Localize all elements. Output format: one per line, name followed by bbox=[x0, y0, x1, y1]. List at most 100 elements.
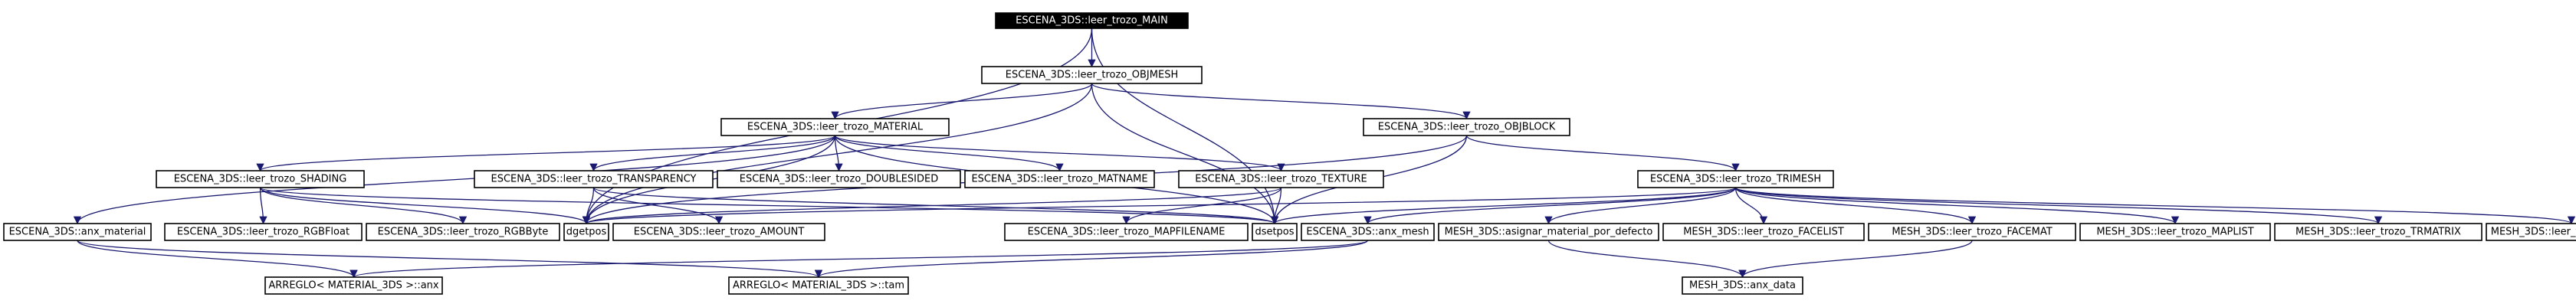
node-label: MESH_3DS::leer_trozo_TRMATRIX bbox=[2295, 227, 2461, 238]
node-label: ESCENA_3DS::leer_trozo_RGBFloat bbox=[177, 227, 349, 238]
node-box bbox=[728, 276, 909, 295]
edge-shading-to-dgetpos bbox=[259, 187, 591, 225]
edge-material-to-transparency bbox=[589, 135, 836, 172]
node-label: ESCENA_3DS::leer_trozo_MAIN bbox=[1016, 15, 1168, 27]
node-facemat[interactable]: MESH_3DS::leer_trozo_FACEMAT bbox=[1868, 223, 2076, 241]
node-trmatrix[interactable]: MESH_3DS::leer_trozo_TRMATRIX bbox=[2274, 223, 2482, 241]
node-facelist[interactable]: MESH_3DS::leer_trozo_FACELIST bbox=[1662, 223, 1865, 241]
node-box bbox=[1178, 170, 1384, 188]
edge-shading-to-rgbfloat bbox=[259, 187, 267, 225]
node-shading[interactable]: ESCENA_3DS::leer_trozo_SHADING bbox=[156, 170, 365, 188]
edge-trimesh-to-vertlist bbox=[1734, 187, 2575, 225]
node-matname[interactable]: ESCENA_3DS::leer_trozo_MATNAME bbox=[964, 170, 1155, 188]
edge-material-to-anxmaterial bbox=[73, 135, 836, 225]
node-box bbox=[474, 170, 714, 188]
node-label: ESCENA_3DS::leer_trozo_TEXTURE bbox=[1195, 174, 1367, 185]
node-label: ESCENA_3DS::leer_trozo_MATERIAL bbox=[747, 122, 924, 133]
node-label: MESH_3DS::anx_data bbox=[1689, 280, 1796, 292]
edge-layer bbox=[73, 28, 2575, 279]
node-box bbox=[981, 66, 1203, 84]
node-maplist[interactable]: MESH_3DS::leer_trozo_MAPLIST bbox=[2079, 223, 2271, 241]
node-box bbox=[1363, 118, 1570, 136]
node-transparency[interactable]: ESCENA_3DS::leer_trozo_TRANSPARENCY bbox=[474, 170, 714, 188]
node-label: ARREGLO< MATERIAL_3DS >::tam bbox=[733, 280, 904, 292]
node-box bbox=[1004, 223, 1249, 241]
node-label: MESH_3DS::leer_trozo_FACELIST bbox=[1683, 227, 1844, 238]
node-box bbox=[3, 223, 152, 241]
node-box bbox=[366, 223, 560, 241]
edge-anxmesh-to-arreglo_anx bbox=[349, 240, 1369, 279]
node-box bbox=[2274, 223, 2482, 241]
node-dsetpos[interactable]: dsetpos bbox=[1252, 223, 1298, 241]
node-box bbox=[720, 118, 950, 136]
edge-trimesh-to-anxmesh bbox=[1363, 187, 1737, 225]
node-arreglo_anx[interactable]: ARREGLO< MATERIAL_3DS >::anx bbox=[264, 276, 443, 295]
node-anxmesh[interactable]: ESCENA_3DS::anx_mesh bbox=[1301, 223, 1435, 241]
node-label: ESCENA_3DS::leer_trozo_DOUBLESIDED bbox=[740, 174, 938, 185]
node-box bbox=[1301, 223, 1435, 241]
edge-trimesh-to-facelist bbox=[1734, 187, 1768, 225]
edge-texture-to-dgetpos bbox=[582, 187, 1282, 225]
edge-objmesh-to-material bbox=[831, 83, 1093, 120]
node-material[interactable]: ESCENA_3DS::leer_trozo_MATERIAL bbox=[720, 118, 950, 136]
edge-main-to-dsetpos bbox=[1091, 28, 1279, 225]
node-label: ESCENA_3DS::leer_trozo_MAPFILENAME bbox=[1028, 227, 1226, 238]
node-objmesh[interactable]: ESCENA_3DS::leer_trozo_OBJMESH bbox=[981, 66, 1203, 84]
node-box bbox=[1438, 223, 1659, 241]
node-label: dsetpos bbox=[1255, 227, 1294, 238]
edge-material-to-matname bbox=[834, 135, 1064, 172]
node-label: ESCENA_3DS::leer_trozo_MATNAME bbox=[971, 174, 1147, 185]
node-objblock[interactable]: ESCENA_3DS::leer_trozo_OBJBLOCK bbox=[1363, 118, 1570, 136]
node-trimesh[interactable]: ESCENA_3DS::leer_trozo_TRIMESH bbox=[1637, 170, 1834, 188]
edge-anxmesh-to-arreglo_tam bbox=[815, 240, 1369, 279]
edge-trimesh-to-dgetpos bbox=[582, 187, 1737, 225]
edge-anxmaterial-to-arreglo_anx bbox=[77, 240, 358, 279]
edge-shading-to-rgbbyte bbox=[259, 187, 468, 225]
node-box bbox=[717, 170, 961, 188]
node-label: ESCENA_3DS::leer_trozo_TRIMESH bbox=[1650, 174, 1821, 185]
node-label: ESCENA_3DS::anx_material bbox=[9, 227, 146, 238]
edge-material-to-shading bbox=[256, 135, 836, 172]
node-label: ESCENA_3DS::leer_trozo_RGBByte bbox=[378, 227, 549, 238]
node-box bbox=[1662, 223, 1865, 241]
node-vertlist[interactable]: MESH_3DS::leer_trozo_VERTLIST bbox=[2486, 223, 2576, 241]
edge-objmesh-to-dgetpos bbox=[582, 83, 1093, 225]
node-dgetpos[interactable]: dgetpos bbox=[563, 223, 609, 241]
node-label: ESCENA_3DS::anx_mesh bbox=[1306, 227, 1429, 238]
edge-objmesh-to-dsetpos bbox=[1091, 83, 1279, 225]
node-asignar[interactable]: MESH_3DS::asignar_material_por_defecto bbox=[1438, 223, 1659, 241]
edge-trimesh-to-facemat bbox=[1734, 187, 1977, 225]
node-box bbox=[264, 276, 443, 295]
node-doublesided[interactable]: ESCENA_3DS::leer_trozo_DOUBLESIDED bbox=[717, 170, 961, 188]
edge-facemat-to-meshanxdata bbox=[1738, 240, 1973, 279]
node-main[interactable]: ESCENA_3DS::leer_trozo_MAIN bbox=[995, 12, 1189, 29]
node-anxmaterial[interactable]: ESCENA_3DS::anx_material bbox=[3, 223, 152, 241]
node-rgbfloat[interactable]: ESCENA_3DS::leer_trozo_RGBFloat bbox=[164, 223, 363, 241]
node-label: MESH_3DS::leer_trozo_FACEMAT bbox=[1892, 227, 2052, 238]
edge-objmesh-to-objblock bbox=[1091, 83, 1471, 120]
node-box bbox=[563, 223, 609, 241]
node-box bbox=[164, 223, 363, 241]
node-box bbox=[2079, 223, 2271, 241]
node-box bbox=[964, 170, 1155, 188]
node-arreglo_tam[interactable]: ARREGLO< MATERIAL_3DS >::tam bbox=[728, 276, 909, 295]
node-label: ESCENA_3DS::leer_trozo_OBJBLOCK bbox=[1378, 122, 1556, 133]
node-amount[interactable]: ESCENA_3DS::leer_trozo_AMOUNT bbox=[612, 223, 825, 241]
node-label: ARREGLO< MATERIAL_3DS >::anx bbox=[268, 280, 439, 292]
node-label: MESH_3DS::leer_trozo_VERTLIST bbox=[2491, 227, 2576, 238]
edge-trimesh-to-maplist bbox=[1734, 187, 2179, 225]
node-label: ESCENA_3DS::leer_trozo_OBJMESH bbox=[1006, 70, 1178, 81]
node-label: MESH_3DS::leer_trozo_MAPLIST bbox=[2096, 227, 2253, 238]
node-meshanxdata[interactable]: MESH_3DS::anx_data bbox=[1682, 276, 1803, 295]
node-label: ESCENA_3DS::leer_trozo_AMOUNT bbox=[634, 227, 805, 238]
node-mapfilename[interactable]: ESCENA_3DS::leer_trozo_MAPFILENAME bbox=[1004, 223, 1249, 241]
node-box bbox=[156, 170, 365, 188]
edge-trimesh-to-trmatrix bbox=[1734, 187, 2382, 225]
edge-asignar-to-meshanxdata bbox=[1547, 240, 1747, 279]
edge-texture-to-mapfilename bbox=[1122, 187, 1282, 225]
node-texture[interactable]: ESCENA_3DS::leer_trozo_TEXTURE bbox=[1178, 170, 1384, 188]
node-label: dgetpos bbox=[566, 227, 607, 238]
node-box bbox=[1637, 170, 1834, 188]
node-rgbbyte[interactable]: ESCENA_3DS::leer_trozo_RGBByte bbox=[366, 223, 560, 241]
node-label: ESCENA_3DS::leer_trozo_TRANSPARENCY bbox=[491, 174, 697, 185]
